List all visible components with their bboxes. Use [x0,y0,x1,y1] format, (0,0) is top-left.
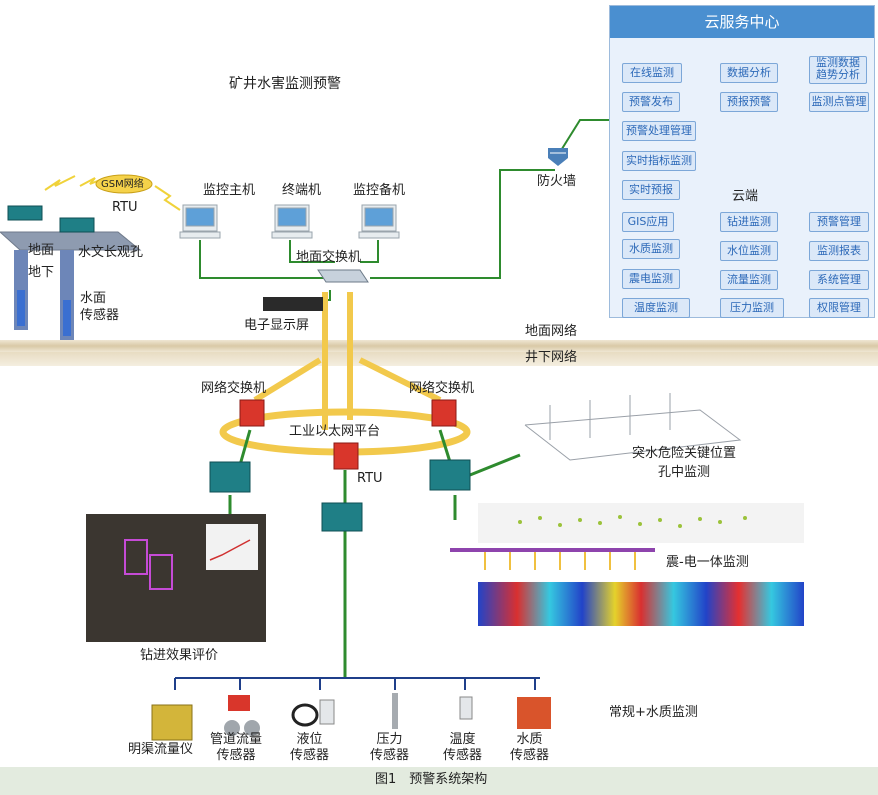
gsm-label: GSM网络 [101,179,144,190]
surface-wiring [199,119,609,301]
monitor-host-label: 监控主机 [203,183,256,198]
ground-switch-box [317,269,369,283]
ground-switch-label: 地面交换机 [296,250,362,265]
sensor-label-water-quality: 水质 传感器 [510,732,550,763]
btn-permission[interactable]: 权限管理 [809,298,869,318]
ground-surface-band [0,340,878,352]
diagram-title: 矿井水害监测预警 [229,76,341,92]
ground-network-label: 地面网络 [525,324,578,339]
surface-sensor-label: 水面 传感器 [80,291,120,323]
rtu-top-label: RTU [112,200,138,215]
btn-drilling-monitoring[interactable]: 钻进监测 [720,212,778,232]
btn-warning-release[interactable]: 预警发布 [622,92,680,112]
btn-online-monitoring[interactable]: 在线监测 [622,63,682,83]
fiber-links [253,292,442,430]
seismic-dots [518,515,747,528]
routine-quality-label: 常规+水质监测 [609,705,698,720]
sensor-bus [174,677,540,690]
btn-warning-management[interactable]: 预警管理 [809,212,869,232]
firewall-icon [548,148,568,166]
btn-monitoring-report[interactable]: 监测报表 [809,241,869,261]
display-screen-box [263,297,323,311]
firewall-label: 防火墙 [537,174,577,189]
seismic-electric-label: 震-电一体监测 [666,555,749,570]
cloud-header: 云服务中心 [610,6,874,38]
caption-bar [0,767,878,795]
display-screen-label: 电子显示屏 [244,318,310,333]
btn-system-management[interactable]: 系统管理 [809,270,869,290]
terminal-label: 终端机 [282,183,322,198]
monitor-backup-label: 监控备机 [353,183,406,198]
btn-water-level[interactable]: 水位监测 [720,241,778,261]
btn-realtime-index[interactable]: 实时指标监测 [622,151,696,171]
red-switches [239,399,457,470]
cloud-end-label: 云端 [732,189,759,204]
sensor-label-pressure: 压力 传感器 [370,732,410,763]
borehole-sketch [524,393,742,461]
hydro-hole-structure [0,231,142,340]
rtu-mid-label: RTU [357,471,383,486]
btn-temperature[interactable]: 温度监测 [622,298,690,318]
heatmap-strip [478,582,804,626]
water-inrush-label: 突水危险关键位置 孔中监测 [632,446,737,480]
btn-flow-monitoring[interactable]: 流量监测 [720,270,778,290]
sensor-label-open-channel: 明渠流量仪 [128,742,194,757]
drilling-photo-chart [206,524,258,570]
seismic-probes [484,552,636,570]
computers [179,204,400,239]
btn-forecast-warning[interactable]: 预报预警 [720,92,778,112]
sensor-label-level: 液位 传感器 [290,732,330,763]
net-switch-right-label: 网络交换机 [409,381,475,396]
ethernet-platform-label: 工业以太网平台 [289,424,381,439]
btn-trend-analysis[interactable]: 监测数据 趋势分析 [809,56,867,84]
figure-caption: 图1 预警系统架构 [375,772,488,787]
rtu-top-boxes [7,205,95,233]
underground-band [0,352,878,366]
btn-warning-handling[interactable]: 预警处理管理 [622,121,696,141]
sensor-icons [151,693,551,741]
underground-rtus [209,459,471,532]
btn-monitor-point[interactable]: 监测点管理 [809,92,869,112]
hydro-hole-label: 水文长观孔 [78,245,144,260]
net-switch-left-label: 网络交换机 [201,381,267,396]
btn-water-quality[interactable]: 水质监测 [622,239,680,259]
sensor-label-pipe-flow: 管道流量 传感器 [210,732,263,763]
btn-pressure[interactable]: 压力监测 [720,298,784,318]
drilling-eval-label: 钻进效果评价 [140,648,219,663]
btn-gis[interactable]: GIS应用 [622,212,674,232]
underground-wiring [228,429,521,678]
sensor-label-temperature: 温度 传感器 [443,732,483,763]
btn-data-analysis[interactable]: 数据分析 [720,63,778,83]
ground-label: 地面 [28,243,55,258]
cloud-service-panel: 云服务中心 在线监测 数据分析 监测数据 趋势分析 预警发布 预报预警 监测点管… [609,5,875,318]
underground-network-label: 井下网络 [525,350,578,365]
btn-realtime-forecast[interactable]: 实时预报 [622,180,680,200]
underground-label: 地下 [28,265,55,280]
btn-seismic-electric[interactable]: 震电监测 [622,269,680,289]
gsm-cloud [95,174,153,194]
